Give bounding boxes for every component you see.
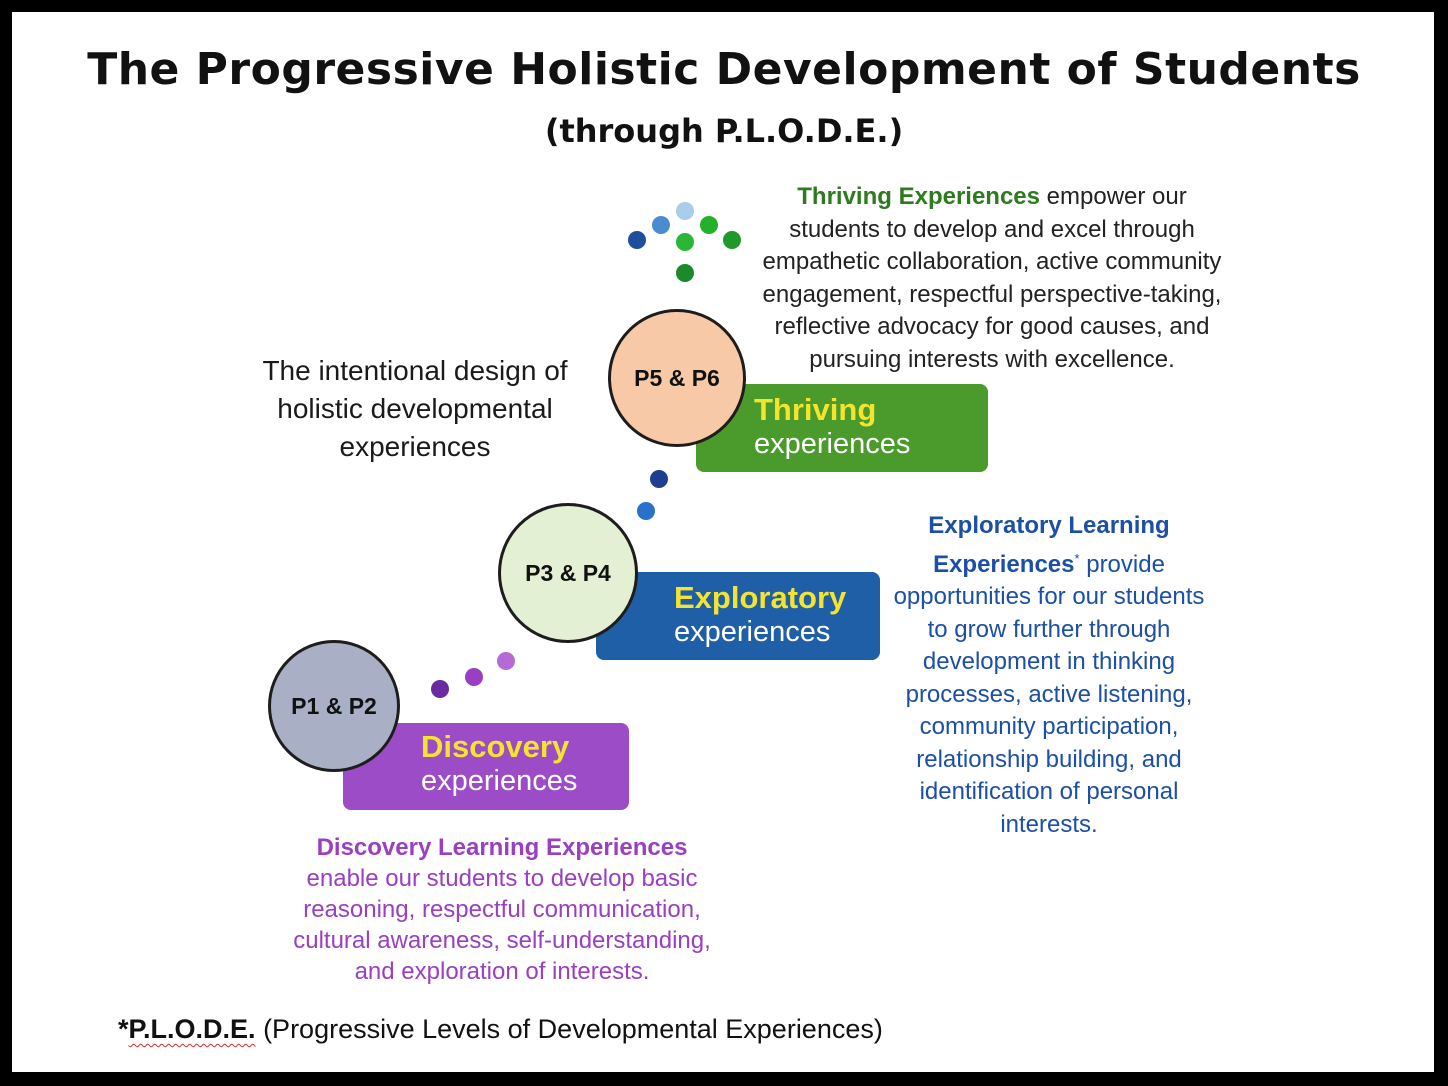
intro-text: The intentional design of holistic devel… — [262, 355, 568, 462]
grade-circle-p5-p6: P5 & P6 — [608, 309, 746, 447]
thriving-description: Thriving Experiences empower our student… — [752, 181, 1232, 376]
exploratory-stage-bar: Exploratory experiences — [596, 572, 880, 660]
decor-dot — [676, 233, 694, 251]
decor-dot — [652, 216, 670, 234]
thriving-description-title: Thriving Experiences — [797, 183, 1041, 210]
exploratory-description-body: provide opportunities for our students t… — [893, 550, 1205, 838]
footnote-prefix: * — [118, 1014, 129, 1044]
decor-dot — [723, 231, 741, 249]
grade-circle-p1-p2: P1 & P2 — [268, 640, 400, 772]
decor-dot — [431, 680, 449, 698]
decor-dot — [700, 216, 718, 234]
grade-circle-p3-p4: P3 & P4 — [498, 503, 638, 643]
grade-label-p5-p6: P5 & P6 — [634, 364, 720, 391]
decor-dot — [465, 668, 483, 686]
page-subtitle: (through P.L.O.D.E.) — [544, 112, 904, 150]
discovery-description-body: enable our students to develop basic rea… — [293, 865, 711, 985]
exploratory-stage-sub: experiences — [674, 615, 831, 648]
decor-dot — [497, 652, 515, 670]
exploratory-description-mark: * — [1074, 550, 1080, 566]
page-title: The Progressive Holistic Development of … — [87, 44, 1361, 95]
thriving-stage-bar: Thriving experiences — [696, 384, 988, 472]
decor-dot — [676, 264, 694, 282]
discovery-description: Discovery Learning Experiences enable ou… — [278, 832, 726, 987]
diagram-canvas — [12, 12, 1434, 1072]
footnote-abbreviation: P.L.O.D.E. — [128, 1014, 256, 1044]
thriving-stage-sub: experiences — [754, 427, 911, 460]
discovery-stage-sub: experiences — [421, 764, 578, 797]
exploratory-description-title: Exploratory Learning Experiences — [928, 512, 1170, 578]
exploratory-stage-word: Exploratory — [674, 580, 847, 615]
footnote: *P.L.O.D.E. (Progressive Levels of Devel… — [118, 1014, 883, 1045]
discovery-description-title: Discovery Learning Experiences — [316, 834, 688, 861]
footnote-expansion: (Progressive Levels of Developmental Exp… — [255, 1014, 883, 1044]
grade-label-p3-p4: P3 & P4 — [525, 559, 611, 586]
discovery-stage-word: Discovery — [421, 729, 570, 764]
decor-dot — [637, 502, 655, 520]
thriving-stage-word: Thriving — [754, 392, 877, 427]
exploratory-description: Exploratory Learning Experiences* provid… — [888, 510, 1210, 841]
decor-dot — [676, 202, 694, 220]
grade-label-p1-p2: P1 & P2 — [291, 692, 377, 719]
decor-dot — [650, 470, 668, 488]
thriving-description-body: empower our students to develop and exce… — [762, 183, 1222, 373]
decor-dot — [628, 231, 646, 249]
